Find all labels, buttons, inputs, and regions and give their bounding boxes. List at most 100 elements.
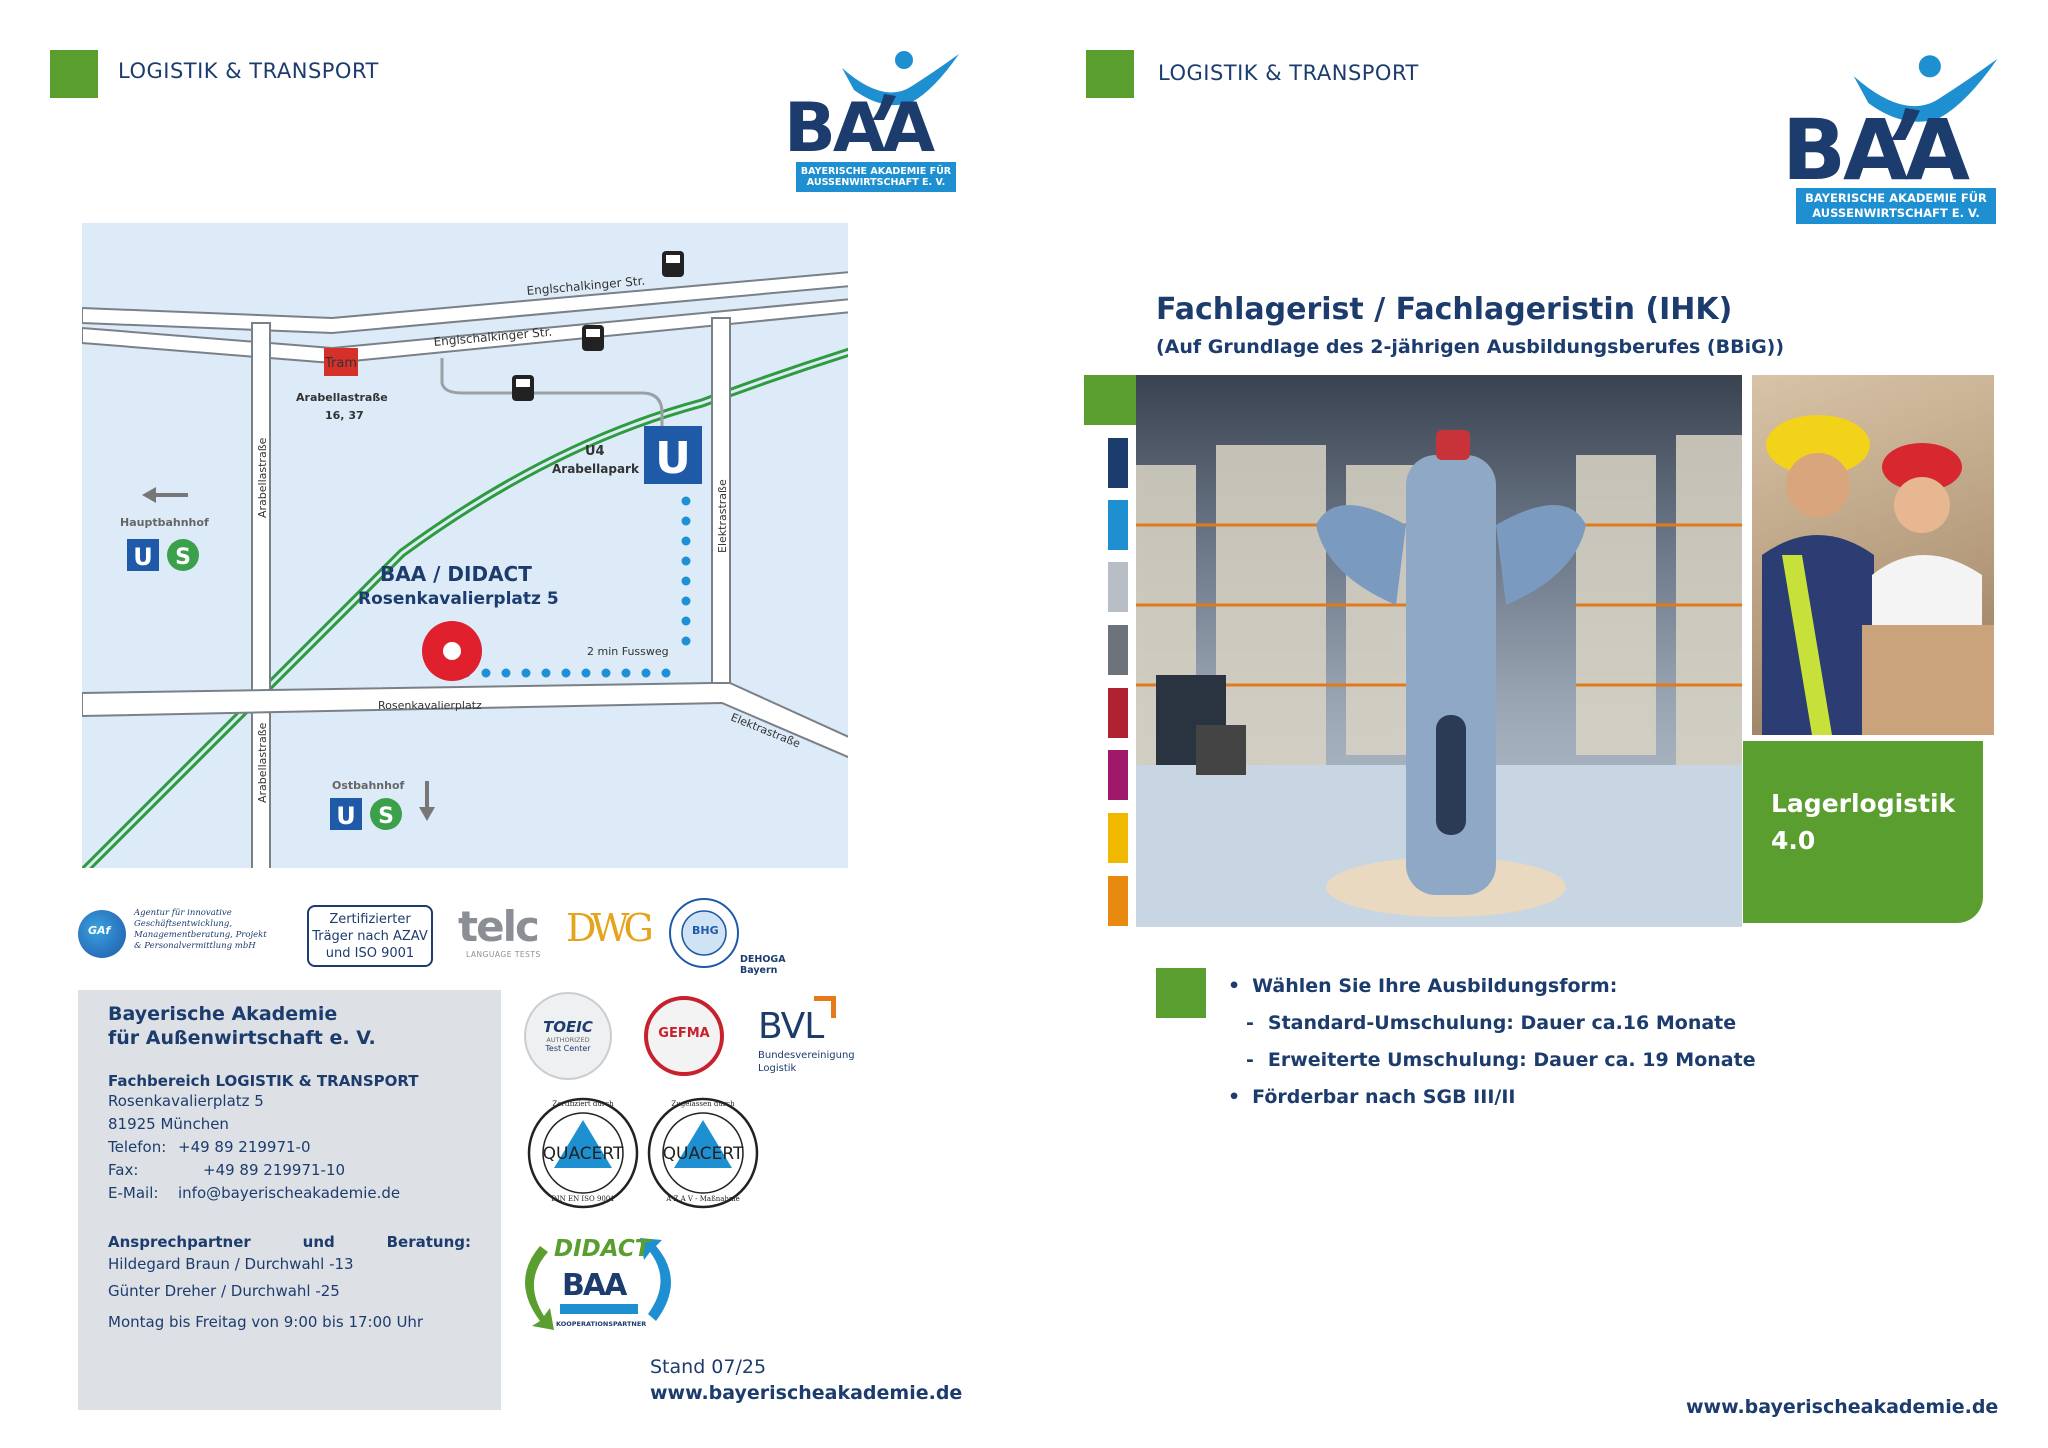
didact-baa-bar: [560, 1304, 638, 1314]
badge-line-2: 4.0: [1771, 826, 1816, 855]
stripe-blue: [1108, 500, 1128, 550]
didact-wordmark: DIDACT: [554, 1236, 651, 1262]
ostbahnhof-label: Ostbahnhof: [332, 779, 405, 792]
street-label: Rosenkavalierplatz: [378, 699, 482, 712]
quacert-ring-top: Zertifiziert durch: [552, 1100, 614, 1108]
left-section-label: LOGISTIK & TRANSPORT: [118, 59, 379, 83]
ubahn-letter-big: U: [655, 433, 691, 484]
street-label: Arabellastraße: [256, 437, 269, 518]
stripe-darkgrey: [1108, 625, 1128, 675]
ubahn-line-label: U4: [585, 444, 605, 459]
stand-date: Stand 07/25: [650, 1356, 767, 1378]
dwg-wordmark: DWG: [566, 906, 654, 950]
left-baa-logo: BAA BAYERISCHE AKADEMIE FÜR AUSSENWIRTSC…: [784, 50, 964, 192]
azav-line-2: Träger nach AZAV: [312, 929, 428, 944]
left-baa-tagline-1: BAYERISCHE AKADEMIE FÜR: [800, 166, 952, 177]
left-baa-letters: BAA: [784, 89, 935, 168]
bullets-green-square: [1156, 968, 1206, 1018]
location-map: Tram U U S U S Englschalkinger Str. Engl…: [82, 223, 848, 868]
warehouse-photo: [1136, 375, 1742, 927]
didact-arrows-icon: [525, 1238, 671, 1330]
phone-value[interactable]: +49 89 219971-0: [178, 1138, 311, 1156]
right-baa-logo: BAA BAYERISCHE AKADEMIE FÜR AUSSENWIRTSC…: [1782, 54, 2004, 226]
quacert-ring-top: Zugelassen durch: [671, 1100, 735, 1108]
dwg-logo: DWG: [566, 900, 654, 966]
baa-figure-icon: [842, 51, 959, 120]
ostbf-ubahn-letter: U: [336, 802, 356, 830]
quacert-ring-bottom: A Z A V - Maßnahme: [666, 1195, 740, 1203]
right-baa-tagline-1: BAYERISCHE AKADEMIE FÜR: [1805, 191, 1987, 205]
fax-label: Fax:: [108, 1161, 139, 1179]
street-label: Elektrastraße: [716, 479, 729, 553]
bullet-erweitert: Erweiterte Umschulung: Dauer ca. 19 Mona…: [1228, 1042, 1756, 1079]
arrow-down-icon: [419, 781, 435, 821]
contact-org-line-2: für Außenwirtschaft e. V.: [108, 1027, 376, 1049]
workers-photo: [1752, 375, 1994, 735]
contact-advice-heading: Ansprechpartner und Beratung:: [108, 1233, 471, 1251]
telc-sub: LANGUAGE TESTS: [466, 950, 541, 959]
lagerlogistik-badge: Lagerlogistik 4.0: [1743, 741, 1983, 923]
globe-icon: [78, 910, 126, 958]
advice-word-3: Beratung:: [386, 1233, 471, 1251]
tram-badge-label: Tram: [324, 356, 357, 371]
advice-word-1: Ansprechpartner: [108, 1233, 251, 1251]
contact-street: Rosenkavalierplatz 5: [108, 1092, 264, 1110]
right-baa-tagline-2: AUSSENWIRTSCHAFT E. V.: [1812, 206, 1980, 220]
left-website-url[interactable]: www.bayerischeakademie.de: [650, 1382, 963, 1404]
dehoga-label: DEHOGA Bayern: [740, 954, 786, 976]
bullet-standard: Standard-Umschulung: Dauer ca.16 Monate: [1228, 1005, 1756, 1042]
course-subtitle: (Auf Grundlage des 2-jährigen Ausbildung…: [1156, 336, 1785, 358]
toeic-logo: TOEIC AUTHORIZED Test Center: [524, 992, 612, 1080]
bhg-seal-icon: [669, 898, 739, 968]
left-baa-tagline: BAYERISCHE AKADEMIE FÜR AUSSENWIRTSCHAFT…: [796, 162, 956, 192]
warehouse-scene-icon: [1136, 430, 1742, 927]
bvl-sub-1: Bundesvereinigung: [758, 1050, 855, 1061]
contact-box: Bayerische Akademie für Außenwirtschaft …: [78, 990, 501, 1410]
didact-baa-letters: BAA: [562, 1268, 627, 1303]
destination-name: BAA / DIDACT: [380, 562, 532, 586]
bhg-logo: BHG DEHOGA Bayern: [666, 896, 816, 976]
right-section-label: LOGISTIK & TRANSPORT: [1158, 61, 1419, 85]
tram-icon: [324, 348, 358, 376]
ostbf-sbahn-letter: S: [378, 804, 394, 829]
toeic-sub-2: Test Center: [545, 1044, 591, 1053]
telc-wordmark: telc: [458, 902, 540, 951]
map-drawing: Tram U U S U S Englschalkinger Str. Engl…: [82, 251, 848, 868]
ubahn-station-icon: [644, 426, 702, 484]
azav-line-3: und ISO 9001: [325, 946, 415, 961]
bus-icon: [512, 251, 684, 401]
stripe-navy: [1108, 438, 1128, 488]
right-website-url[interactable]: www.bayerischeakademie.de: [1686, 1396, 1999, 1418]
hbf-sbahn-letter: S: [175, 545, 191, 570]
advice-word-2: und: [302, 1233, 335, 1251]
toeic-sub-1: AUTHORIZED: [546, 1036, 590, 1044]
stripe-yellow: [1108, 813, 1128, 863]
contact-person-2: Günter Dreher / Durchwahl -25: [108, 1282, 340, 1300]
hauptbahnhof-label: Hauptbahnhof: [120, 516, 209, 529]
course-options-list: Wählen Sie Ihre Ausbildungsform: Standar…: [1228, 968, 1756, 1116]
azav-logo: Zertifizierter Träger nach AZAV und ISO …: [307, 905, 433, 967]
toeic-wordmark: TOEIC: [543, 1018, 593, 1036]
stripe-red: [1108, 688, 1128, 738]
quacert-wordmark: QUACERT: [662, 1144, 744, 1164]
quacert-wordmark: QUACERT: [542, 1144, 624, 1164]
fax-value: +49 89 219971-10: [203, 1161, 346, 1179]
email-link[interactable]: info@bayerischeakademie.de: [178, 1184, 401, 1202]
contact-email-row: E-Mail: info@bayerischeakademie.de: [108, 1182, 471, 1205]
contact-fax-row: Fax: +49 89 219971-10: [108, 1159, 471, 1182]
arrow-left-icon: [142, 487, 188, 503]
hbf-ubahn-letter: U: [133, 543, 153, 571]
stripe-green: [1084, 375, 1136, 425]
left-baa-tagline-2: AUSSENWIRTSCHAFT E. V.: [806, 177, 946, 188]
bvl-wordmark: BVL: [758, 1006, 824, 1047]
stripe-lightgrey: [1108, 562, 1128, 612]
hbf-ubahn-icon: [127, 539, 159, 571]
destination-address: Rosenkavalierplatz 5: [358, 589, 559, 609]
quacert-azav-seal: QUACERT Zugelassen durch A Z A V - Maßna…: [646, 1096, 760, 1210]
hbf-sbahn-icon: [167, 539, 199, 571]
bullet-foerderbar: Förderbar nach SGB III/II: [1228, 1079, 1756, 1116]
contact-phone-row: Telefon: +49 89 219971-0: [108, 1136, 471, 1159]
telc-logo: telc LANGUAGE TESTS: [458, 902, 544, 964]
email-label: E-Mail:: [108, 1184, 159, 1202]
contact-hours: Montag bis Freitag von 9:00 bis 17:00 Uh…: [108, 1313, 424, 1331]
